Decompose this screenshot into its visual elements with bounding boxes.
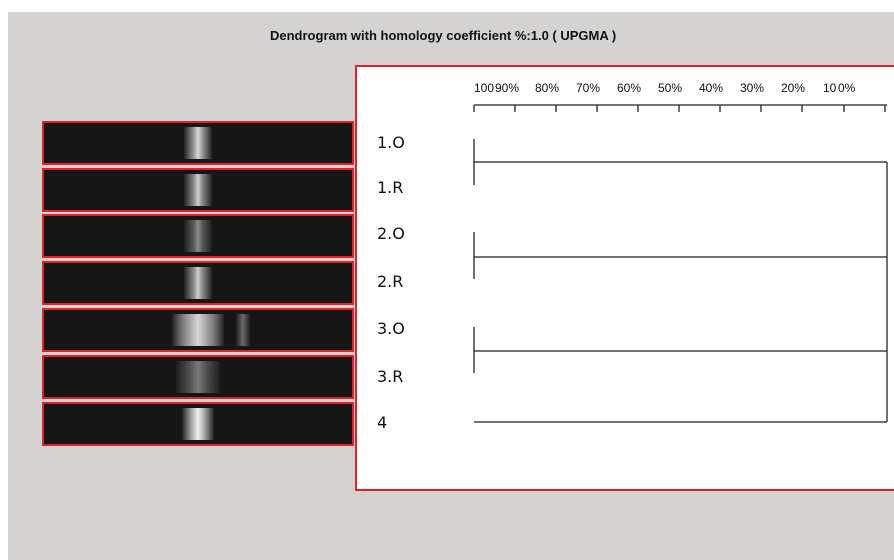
gel-lane-3r [42,355,354,399]
gel-lane-2o [42,214,354,258]
tick-label: 40% [699,81,724,95]
gel-band [184,174,212,206]
tick-label: 80% [535,81,560,95]
lane-label: 2.O [377,224,405,243]
lane-label: 1.R [377,178,404,197]
lane-label: 4 [377,413,388,432]
gel-band [184,220,212,252]
tick-label: 90% [495,81,520,95]
gel-band [176,361,220,393]
gel-lane-1r [42,168,354,212]
gel-lane-2r [42,261,354,305]
dendrogram-svg [473,104,888,423]
gel-lane-3o [42,308,354,352]
gel-lane-4 [42,402,354,446]
gel-band [182,408,214,440]
tick-label: 50% [658,81,683,95]
gel-band [184,267,212,299]
tick-label: 10 [823,81,837,95]
lane-label: 2.R [377,272,404,291]
tick-label: 70% [576,81,601,95]
tick-label: 100 [474,81,495,95]
tick-label: 60% [617,81,642,95]
dendrogram-panel: 100 90% 80% 70% 60% 50% 40% 30% 20% 10 0… [355,65,894,491]
lane-label: 3.O [377,319,405,338]
tick-label: 20% [781,81,806,95]
gel-band-secondary [236,314,250,346]
tick-label: 0% [838,81,856,95]
lane-label: 1.O [377,133,405,152]
lane-label: 3.R [377,367,404,386]
gel-band [172,314,224,346]
gel-band [184,127,212,159]
tick-label: 30% [740,81,765,95]
gel-lane-1o [42,121,354,165]
dendrogram-title: Dendrogram with homology coefficient %:1… [270,28,617,43]
app-window: Dendrogram with homology coefficient %:1… [8,12,894,560]
